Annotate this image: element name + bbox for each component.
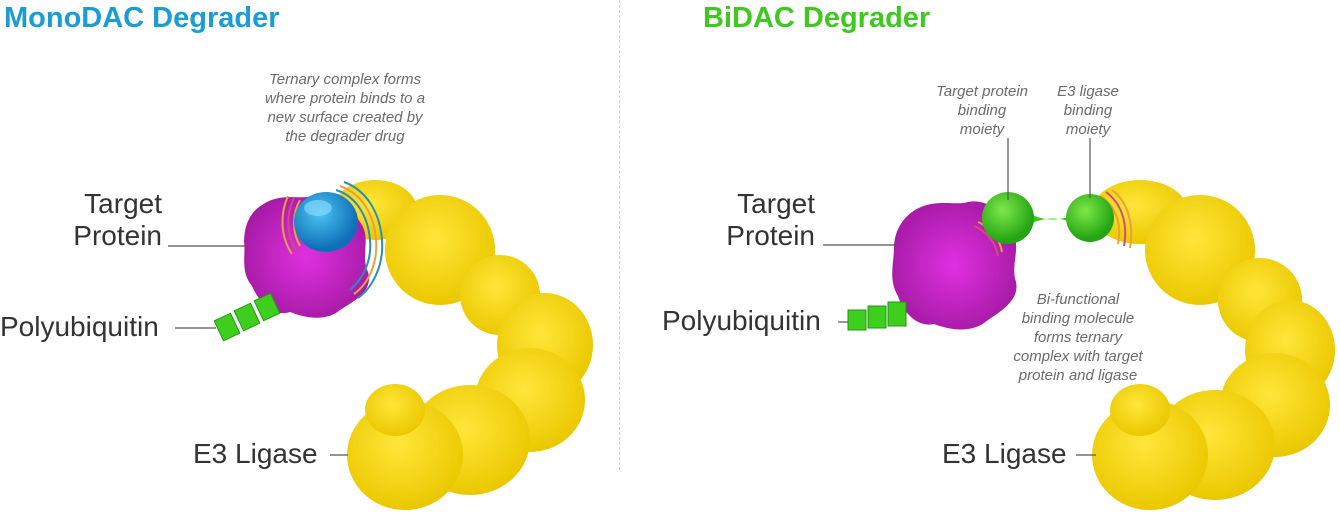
- bi-polyubiquitin-label: Polyubiquitin: [662, 305, 821, 336]
- mono-polyubiquitin-chain: [213, 292, 281, 342]
- mono-e3-ligase-label: E3 Ligase: [193, 438, 318, 469]
- bi-target-protein-label: Target Protein: [726, 188, 815, 251]
- mono-binding-interface: [281, 181, 384, 299]
- bi-leader-lines: [823, 138, 1096, 456]
- bi-e3-moiety-note: E3 ligase binding moiety: [1057, 83, 1119, 138]
- bi-target-moiety-note: Target protein binding moiety: [935, 83, 1028, 138]
- mono-target-protein-label: Target Protein: [73, 188, 162, 251]
- mono-ternary-note: Ternary complex forms where protein bind…: [264, 71, 426, 145]
- bi-bifunctional-note: Bi-functional binding molecule forms ter…: [1013, 291, 1143, 384]
- bi-degrader-molecule: [982, 192, 1114, 244]
- mono-e3-ligase: [333, 180, 593, 510]
- bi-title: BiDAC Degrader: [703, 2, 931, 34]
- mono-leader-lines: [168, 245, 348, 456]
- bi-e3-ligase: [1092, 180, 1335, 510]
- mono-polyubiquitin-label: Polyubiquitin: [0, 311, 159, 342]
- mono-degrader-drug: [294, 192, 358, 252]
- section-divider: [619, 0, 620, 470]
- bi-e3-ligase-label: E3 Ligase: [942, 438, 1067, 469]
- mono-title: MonoDAC Degrader: [4, 2, 280, 34]
- bi-polyubiquitin-chain: [847, 301, 907, 331]
